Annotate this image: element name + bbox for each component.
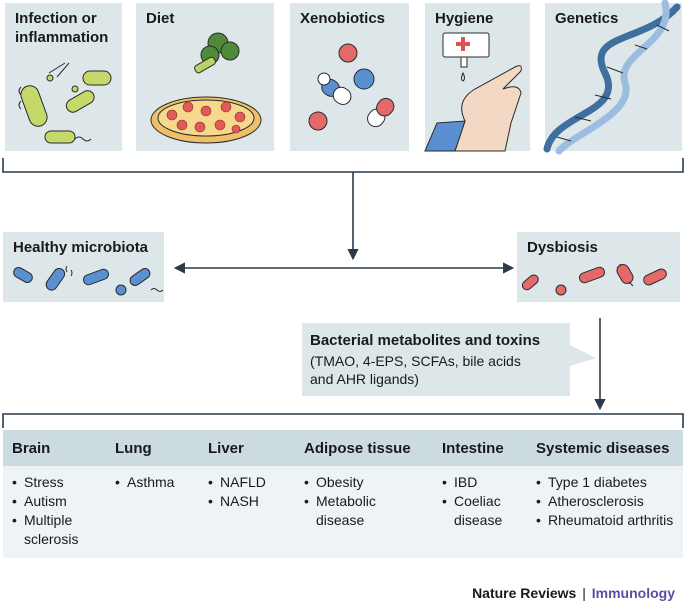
list-item: Obesity bbox=[304, 473, 394, 492]
organ-adipose: Adipose tissue bbox=[304, 440, 411, 457]
organ-lung: Lung bbox=[115, 440, 152, 457]
list-item: Rheumatoid arthritis bbox=[536, 511, 676, 530]
healthy-microbiota-panel: Healthy microbiota bbox=[3, 232, 164, 302]
factor-title-genetics: Genetics bbox=[555, 10, 619, 27]
systemic-list: Type 1 diabetes Atherosclerosis Rheumato… bbox=[536, 473, 676, 530]
factor-panel-diet: Diet bbox=[136, 3, 274, 151]
list-item: Autism bbox=[12, 492, 112, 511]
list-item: Type 1 diabetes bbox=[536, 473, 676, 492]
credit-separator: | bbox=[582, 585, 586, 601]
journal-section: Immunology bbox=[591, 585, 675, 601]
pills-icon bbox=[308, 43, 395, 131]
factor-panel-hygiene: Hygiene bbox=[424, 3, 530, 152]
factor-panel-xenobiotics: Xenobiotics bbox=[290, 3, 409, 151]
list-item: Asthma bbox=[115, 473, 205, 492]
metabolites-title: Bacterial metabolites and toxins bbox=[310, 332, 541, 349]
list-item: Stress bbox=[12, 473, 112, 492]
organ-table-header bbox=[3, 430, 683, 466]
list-item: Atherosclerosis bbox=[536, 492, 676, 511]
intestine-list: IBD Coeliac disease bbox=[442, 473, 522, 530]
organ-intestine: Intestine bbox=[442, 440, 504, 457]
bacteria-icon bbox=[18, 62, 112, 144]
hand-sanitizer-icon bbox=[424, 32, 522, 152]
dysbiosis-label: Dysbiosis bbox=[527, 239, 598, 256]
list-item: NASH bbox=[208, 492, 298, 511]
metabolites-callout: Bacterial metabolites and toxins (TMAO, … bbox=[302, 323, 570, 396]
metabolites-list-line1: (TMAO, 4-EPS, SCFAs, bile acids bbox=[310, 353, 521, 369]
list-item: IBD bbox=[442, 473, 522, 492]
adipose-list: Obesity Metabolic disease bbox=[304, 473, 394, 530]
factor-title-infection: Infection or inflammation bbox=[15, 10, 109, 46]
factor-title-diet: Diet bbox=[146, 10, 175, 27]
list-item: Multiple sclerosis bbox=[12, 511, 112, 549]
factor-panel-genetics: Genetics bbox=[543, 0, 682, 155]
bottom-bracket bbox=[2, 413, 684, 428]
factor-panel-infection: Infection or inflammation bbox=[5, 3, 122, 151]
organ-brain: Brain bbox=[12, 440, 51, 457]
factor-title-xenobiotics: Xenobiotics bbox=[300, 10, 386, 27]
liver-list: NAFLD NASH bbox=[208, 473, 298, 511]
lung-list: Asthma bbox=[115, 473, 205, 492]
healthy-bacteria-icon bbox=[13, 265, 164, 296]
organ-systemic: Systemic diseases bbox=[536, 440, 670, 457]
metabolites-list-line2: and AHR ligands) bbox=[310, 371, 419, 387]
list-item: Metabolic disease bbox=[304, 492, 394, 530]
journal-credit: Nature Reviews | Immunology bbox=[472, 585, 675, 601]
list-item: NAFLD bbox=[208, 473, 298, 492]
pizza-icon bbox=[150, 32, 262, 144]
list-item: Coeliac disease bbox=[442, 492, 522, 530]
dysbiosis-bacteria-icon bbox=[521, 263, 667, 296]
dna-helix-icon bbox=[543, 0, 681, 155]
journal-name: Nature Reviews bbox=[472, 585, 577, 601]
dysbiosis-panel: Dysbiosis bbox=[517, 232, 680, 302]
top-bracket bbox=[2, 158, 684, 173]
healthy-microbiota-label: Healthy microbiota bbox=[13, 239, 149, 256]
organ-liver: Liver bbox=[208, 440, 244, 457]
factor-title-hygiene: Hygiene bbox=[435, 10, 494, 27]
brain-list: Stress Autism Multiple sclerosis bbox=[12, 473, 112, 549]
